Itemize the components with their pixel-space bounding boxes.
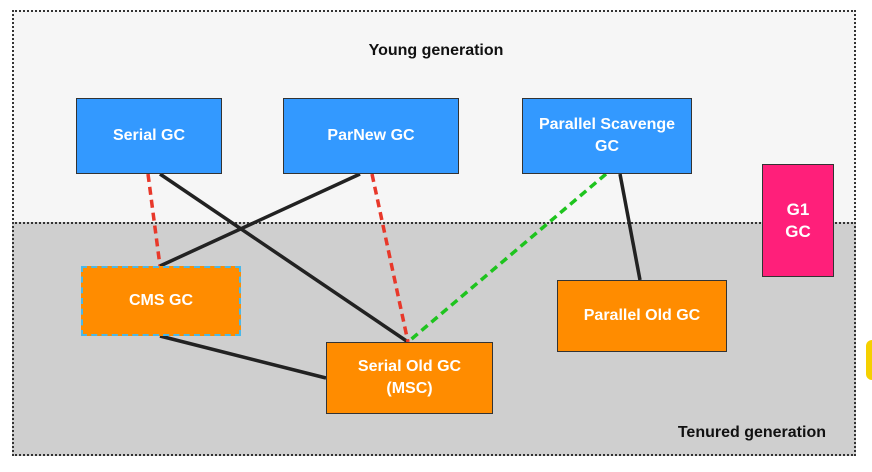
parallel-scavenge-gc-box: Parallel Scavenge GC xyxy=(522,98,692,174)
link-parnew-to-serialold xyxy=(370,173,410,343)
parallel-old-gc-box: Parallel Old GC xyxy=(557,280,727,352)
young-generation-label: Young generation xyxy=(368,42,504,59)
link-pscavenge-to-serialold xyxy=(406,172,608,344)
link-serial-to-cms xyxy=(146,173,162,267)
link-cms-to-serialold xyxy=(159,334,327,380)
serial-gc-box: Serial GC xyxy=(76,98,222,174)
link-pscavenge-to-parallelold xyxy=(618,173,642,281)
link-parnew-to-cms xyxy=(159,172,361,268)
cms-gc-box: CMS GC xyxy=(81,266,241,336)
tenured-generation-label: Tenured generation xyxy=(677,424,826,441)
edge-decoration xyxy=(866,340,872,380)
serial-old-gc-box: Serial Old GC (MSC) xyxy=(326,342,493,414)
g1-gc-box: G1 GC xyxy=(762,164,834,277)
link-serial-to-serialold xyxy=(159,172,409,344)
parnew-gc-box: ParNew GC xyxy=(283,98,459,174)
